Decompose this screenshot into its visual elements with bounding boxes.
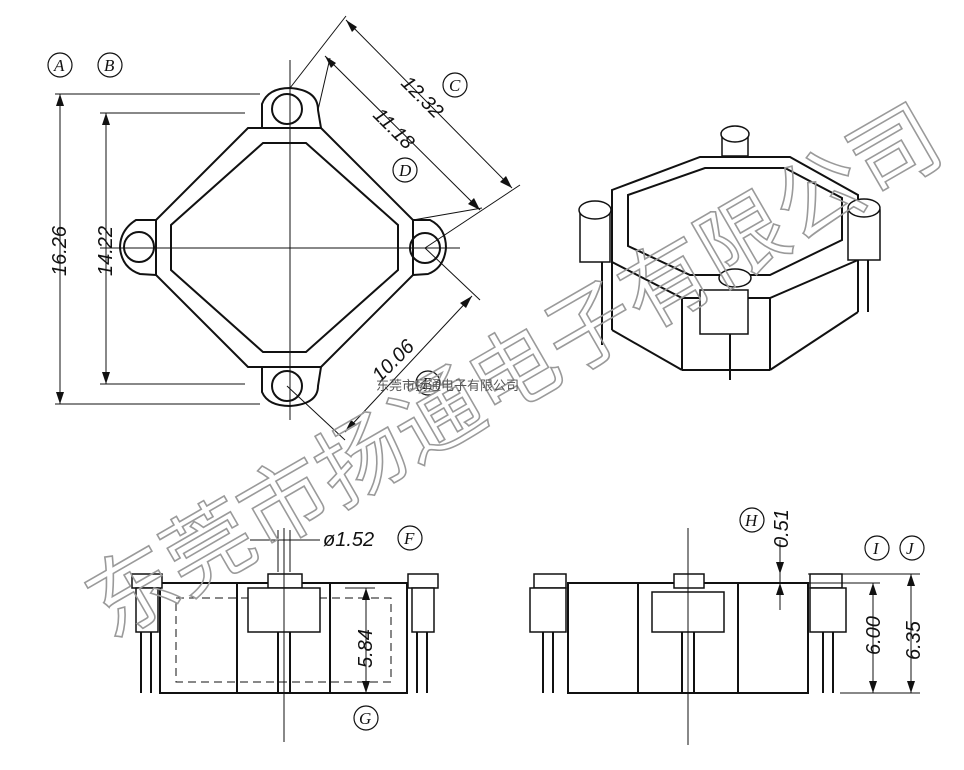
callout-f: F bbox=[397, 525, 423, 551]
callout-b: B bbox=[97, 52, 123, 78]
svg-text:C: C bbox=[449, 76, 461, 95]
svg-text:B: B bbox=[104, 56, 115, 75]
dim-overall-height: 16.26 bbox=[49, 225, 71, 276]
svg-text:E: E bbox=[421, 374, 433, 393]
callout-j: J bbox=[899, 535, 925, 561]
callout-e: E bbox=[415, 370, 441, 396]
svg-text:G: G bbox=[359, 709, 371, 728]
watermark-small: 东莞市扬通电子有限公司 bbox=[376, 378, 519, 394]
front-view bbox=[131, 528, 439, 742]
watermark-large: 东莞市扬通电子有限公司 bbox=[69, 85, 959, 658]
dim-body-height: 6.00 bbox=[863, 616, 885, 655]
isometric-view bbox=[578, 125, 881, 380]
callout-g: G bbox=[353, 705, 379, 731]
dim-pin-length: 5.84 bbox=[355, 629, 377, 668]
callout-d: D bbox=[392, 157, 418, 183]
svg-text:I: I bbox=[872, 539, 880, 558]
left-ear-hole bbox=[123, 231, 155, 263]
svg-text:A: A bbox=[53, 56, 65, 75]
dim-diagonal-inner: 11.18 bbox=[368, 104, 418, 154]
svg-text:F: F bbox=[403, 529, 415, 548]
svg-text:H: H bbox=[744, 511, 759, 530]
dim-top-offset: 0.51 bbox=[771, 509, 793, 548]
dim-inner-height: 14.22 bbox=[95, 226, 117, 276]
dim-overall-side-height: 6.35 bbox=[903, 620, 925, 660]
bottom-ear-hole bbox=[271, 370, 303, 402]
callout-i: I bbox=[864, 535, 890, 561]
callout-c: C bbox=[442, 72, 468, 98]
svg-text:J: J bbox=[906, 539, 915, 558]
dim-pin-diameter: ø1.52 bbox=[323, 529, 374, 551]
side-view bbox=[529, 528, 920, 745]
callout-h: H bbox=[739, 507, 765, 533]
callout-a: A bbox=[47, 52, 73, 78]
top-view bbox=[55, 15, 521, 441]
inner-octagon bbox=[170, 142, 399, 353]
svg-text:D: D bbox=[398, 161, 412, 180]
top-ear-hole bbox=[271, 93, 303, 125]
